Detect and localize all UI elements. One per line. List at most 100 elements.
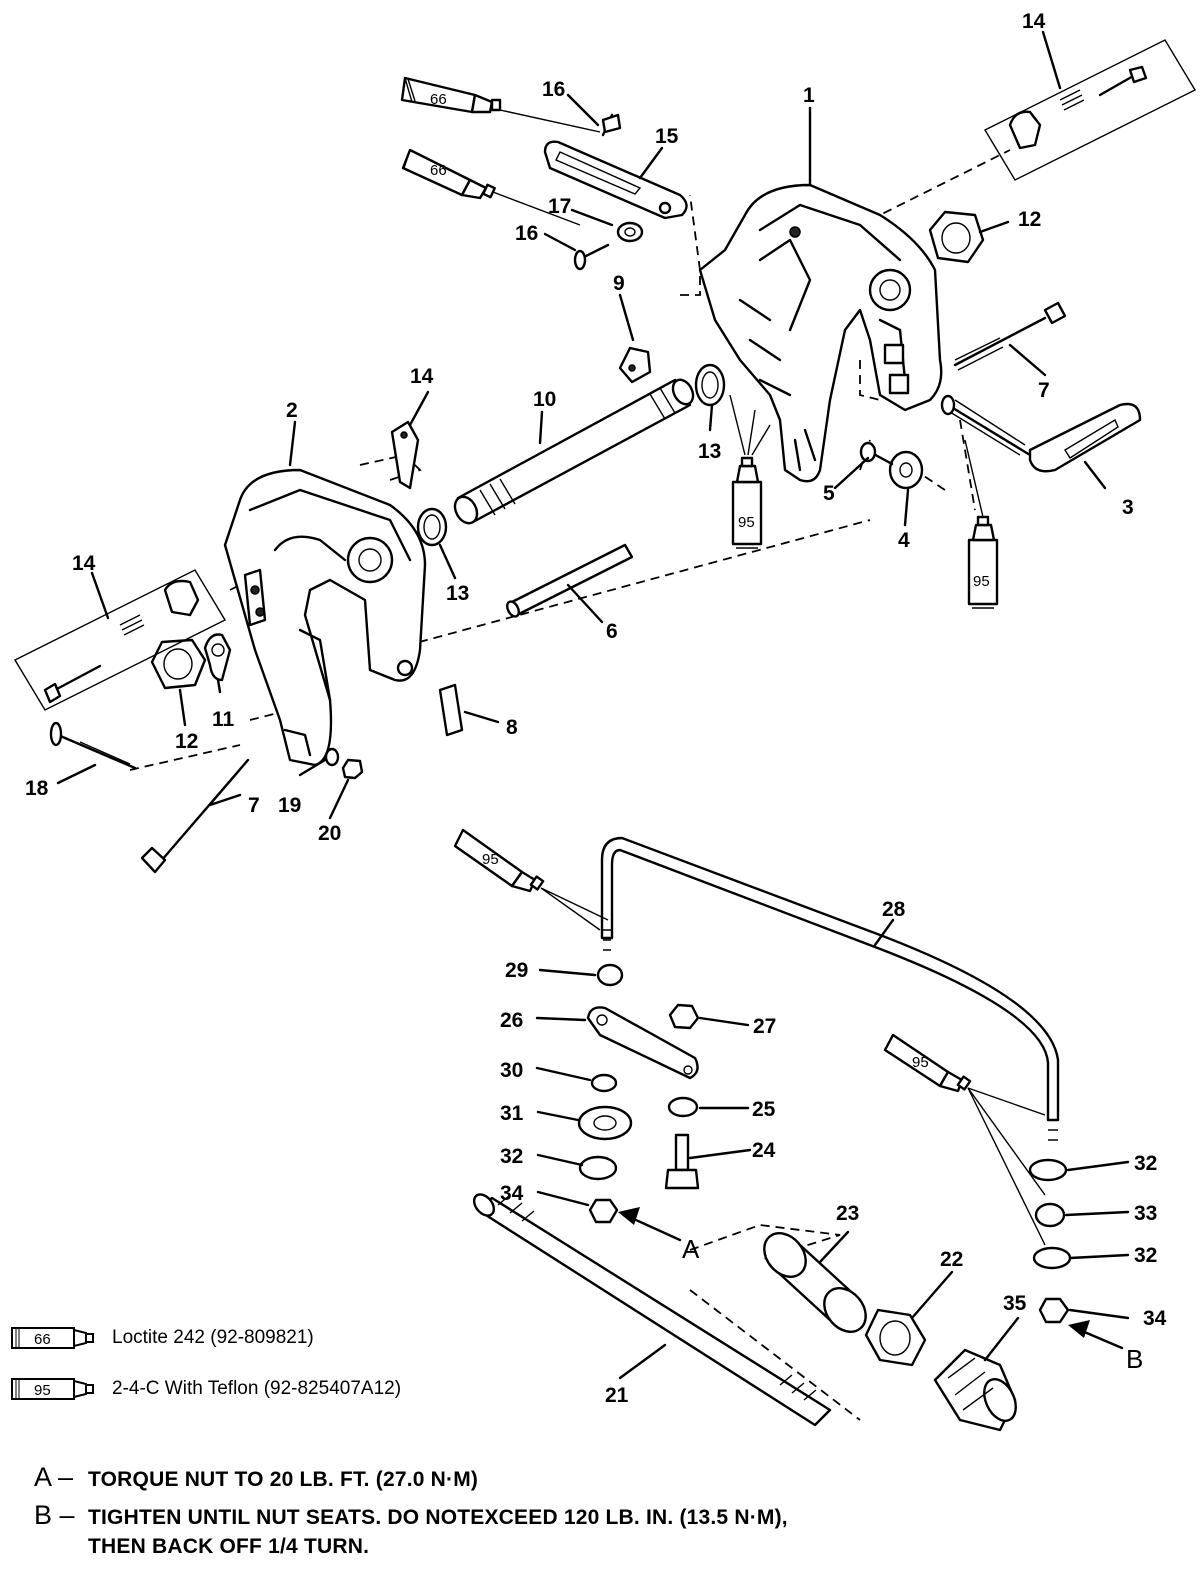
tube-95-bracket: 95 bbox=[731, 456, 763, 549]
callout-25: 25 bbox=[752, 1098, 776, 1121]
callout-35: 35 bbox=[1003, 1292, 1027, 1315]
callout-5: 5 bbox=[823, 482, 835, 505]
callout-31: 31 bbox=[500, 1102, 524, 1125]
arrow-a bbox=[618, 1207, 682, 1242]
callout-15: 15 bbox=[655, 125, 679, 148]
cap-35 bbox=[933, 1348, 1017, 1432]
legend-item-66: 66 Loctite 242 (92-809821) bbox=[10, 1323, 314, 1353]
callout-26: 26 bbox=[500, 1009, 523, 1032]
tube-95-lever: 95 bbox=[967, 515, 999, 609]
wedge-block-9 bbox=[618, 346, 652, 384]
bolt-7-right bbox=[953, 301, 1067, 371]
tube-label: 95 bbox=[973, 573, 990, 590]
washer-13-left bbox=[416, 507, 448, 547]
note-text: TIGHTEN UNTIL NUT SEATS. DO NOTEXCEED 12… bbox=[88, 1506, 788, 1529]
callout-3: 3 bbox=[1122, 496, 1134, 519]
callout-33: 33 bbox=[1134, 1202, 1157, 1225]
inset-14-right bbox=[984, 39, 1196, 181]
callout-21: 21 bbox=[605, 1384, 629, 1407]
note-text: THEN BACK OFF 1/4 TURN. bbox=[88, 1535, 370, 1558]
callout-8: 8 bbox=[506, 716, 518, 739]
link-plate-26 bbox=[586, 1006, 699, 1080]
tilt-tube bbox=[453, 378, 695, 525]
tube-66-top: 66 bbox=[400, 76, 502, 114]
clamp-bracket-right bbox=[698, 183, 943, 483]
callout-7: 7 bbox=[1038, 379, 1050, 402]
callout-19: 19 bbox=[278, 794, 301, 817]
washer-4 bbox=[888, 450, 924, 490]
legend-text: Loctite 242 (92-809821) bbox=[112, 1327, 314, 1348]
tube-label: 95 bbox=[482, 851, 499, 868]
note-b-continued: THEN BACK OFF 1/4 TURN. bbox=[34, 1532, 369, 1562]
callout-17: 17 bbox=[548, 195, 571, 218]
nut-27 bbox=[668, 1003, 700, 1030]
plate-14 bbox=[390, 420, 420, 490]
washer-32-right-bottom bbox=[1032, 1246, 1072, 1270]
tube-95-rod-left: 95 bbox=[453, 828, 545, 893]
callout-34: 34 bbox=[1143, 1307, 1167, 1330]
callout-30: 30 bbox=[500, 1059, 523, 1082]
callout-1: 1 bbox=[803, 84, 815, 107]
callout-12: 12 bbox=[1018, 208, 1041, 231]
nut-20 bbox=[341, 758, 364, 780]
note-marker-b: B bbox=[1126, 1344, 1143, 1374]
note-key: A – bbox=[34, 1462, 74, 1492]
washer-19 bbox=[324, 747, 340, 767]
legend-item-95: 95 2-4-C With Teflon (92-825407A12) bbox=[10, 1374, 401, 1404]
legend-code: 95 bbox=[34, 1382, 51, 1399]
callout-29: 29 bbox=[505, 959, 528, 982]
washer-31 bbox=[577, 1105, 633, 1141]
callout-11: 11 bbox=[212, 708, 235, 731]
clamp-bracket-left bbox=[223, 468, 427, 767]
plate-8 bbox=[438, 683, 464, 737]
callout-16: 16 bbox=[542, 78, 565, 101]
callout-6: 6 bbox=[606, 620, 618, 643]
tube-icon: 66 bbox=[11, 1327, 94, 1349]
link-plate-15 bbox=[543, 140, 688, 220]
steering-link-rod-28 bbox=[600, 836, 1060, 1141]
note-text: TORQUE NUT TO 20 LB. FT. (27.0 N·M) bbox=[88, 1468, 479, 1491]
callout-13: 13 bbox=[446, 582, 469, 605]
lock-tab-11 bbox=[203, 633, 232, 682]
legend-code: 66 bbox=[34, 1331, 51, 1348]
callout-16: 16 bbox=[515, 222, 538, 245]
nut-12-left bbox=[150, 638, 207, 690]
legend-text: 2-4-C With Teflon (92-825407A12) bbox=[112, 1378, 402, 1399]
washer-32-right-top bbox=[1028, 1158, 1068, 1182]
screw-18 bbox=[49, 721, 137, 770]
pivot-pin bbox=[506, 543, 634, 618]
note-marker-a: A bbox=[682, 1234, 700, 1264]
callout-20: 20 bbox=[318, 822, 341, 845]
screw-16-bottom bbox=[573, 243, 610, 271]
callout-labels: 14 1 16 15 17 16 12 9 7 14 2 10 13 5 4 3… bbox=[25, 10, 1167, 1407]
note-key: B – bbox=[34, 1500, 75, 1530]
tube-21 bbox=[472, 1193, 832, 1427]
inset-14-left bbox=[14, 569, 226, 711]
callout-14: 14 bbox=[410, 365, 434, 388]
tube-application-lines bbox=[492, 109, 1046, 1246]
callout-12: 12 bbox=[175, 730, 198, 753]
callout-9: 9 bbox=[613, 272, 625, 295]
nut-34-left bbox=[588, 1198, 619, 1224]
callout-13: 13 bbox=[698, 440, 721, 463]
callout-14: 14 bbox=[1022, 10, 1046, 33]
washer-30 bbox=[590, 1073, 618, 1093]
tube-icon: 95 bbox=[11, 1378, 94, 1400]
callout-18: 18 bbox=[25, 777, 49, 800]
callout-24: 24 bbox=[752, 1139, 776, 1162]
bolt-5 bbox=[859, 441, 894, 466]
spacer-23 bbox=[763, 1232, 867, 1333]
callout-23: 23 bbox=[836, 1202, 859, 1225]
tube-label: 66 bbox=[430, 91, 447, 108]
nut-33 bbox=[1034, 1202, 1066, 1228]
callout-4: 4 bbox=[898, 529, 910, 552]
washer-32-left bbox=[578, 1155, 618, 1181]
bolt-7-left bbox=[140, 758, 250, 874]
callout-7: 7 bbox=[248, 794, 260, 817]
washer-13-right bbox=[694, 363, 726, 407]
callout-32: 32 bbox=[500, 1145, 523, 1168]
callout-28: 28 bbox=[882, 898, 906, 921]
nut-12-right bbox=[928, 210, 985, 264]
bushing-29 bbox=[596, 963, 624, 987]
callout-2: 2 bbox=[286, 399, 298, 422]
